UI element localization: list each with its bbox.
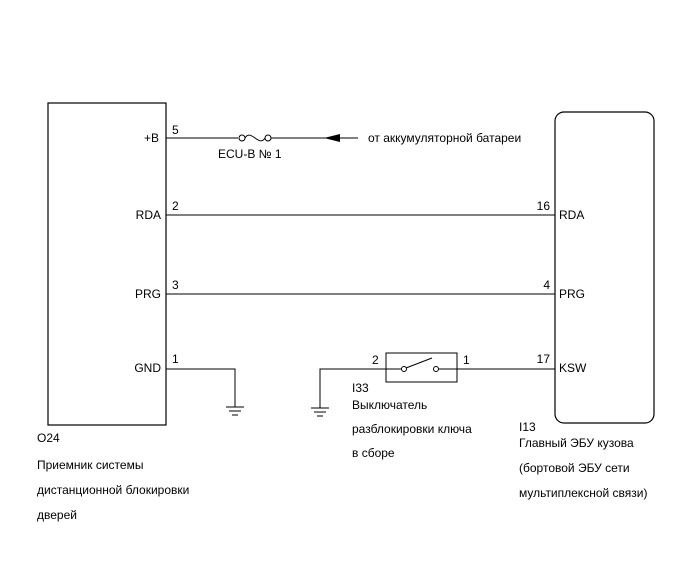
right-component-box — [554, 111, 655, 424]
left-component-id: O24 — [37, 431, 60, 445]
switch-name-line-3: в сборе — [352, 446, 395, 460]
switch-pin-2: 2 — [372, 353, 379, 367]
left-pin-num-2: 2 — [172, 199, 179, 213]
right-component-name-line-1: Главный ЭБУ кузова — [519, 436, 634, 450]
right-pin-label-rda: RDA — [559, 208, 584, 222]
switch-pin-1: 1 — [463, 353, 470, 367]
switch-contact-left — [401, 366, 407, 372]
right-pin-label-prg: PRG — [559, 287, 585, 301]
right-pin-num-17: 17 — [537, 352, 551, 366]
fuse-symbol — [238, 134, 272, 142]
wire-switch-ground — [319, 368, 386, 408]
switch-name-line-2: разблокировки ключа — [352, 422, 472, 436]
right-pin-num-4: 4 — [543, 278, 550, 292]
right-pin-num-16: 16 — [537, 199, 551, 213]
left-pin-num-3: 3 — [172, 278, 179, 292]
wire-gnd — [166, 368, 236, 407]
fuse-label: ECU-B № 1 — [218, 147, 282, 161]
left-pin-label-b: +B — [144, 131, 159, 145]
left-pin-label-rda: RDA — [136, 208, 161, 222]
right-component-id: I13 — [519, 420, 536, 434]
battery-label: от аккумуляторной батареи — [368, 131, 521, 145]
left-component-name-line-3: дверей — [37, 508, 77, 522]
left-pin-num-5: 5 — [172, 123, 179, 137]
left-component-name-line-1: Приемник системы — [37, 458, 143, 472]
left-pin-label-prg: PRG — [135, 287, 161, 301]
ground-symbol-switch — [311, 407, 329, 417]
left-component-box — [47, 102, 167, 426]
left-pin-num-1: 1 — [172, 352, 179, 366]
right-component-name-line-3: мультиплексной связи) — [519, 486, 647, 500]
switch-box — [385, 352, 458, 383]
right-component-name-line-2: (бортовой ЭБУ сети — [519, 461, 630, 475]
switch-contact-right — [433, 366, 439, 372]
switch-blade — [405, 357, 433, 369]
right-pin-label-ksw: KSW — [559, 361, 587, 375]
left-pin-label-gnd: GND — [134, 361, 161, 375]
switch-id: I33 — [352, 381, 369, 395]
battery-arrow — [324, 134, 340, 142]
switch-name-line-1: Выключатель — [352, 398, 427, 412]
left-component-name-line-2: дистанционной блокировки — [37, 483, 189, 497]
ground-symbol-left — [226, 406, 244, 416]
